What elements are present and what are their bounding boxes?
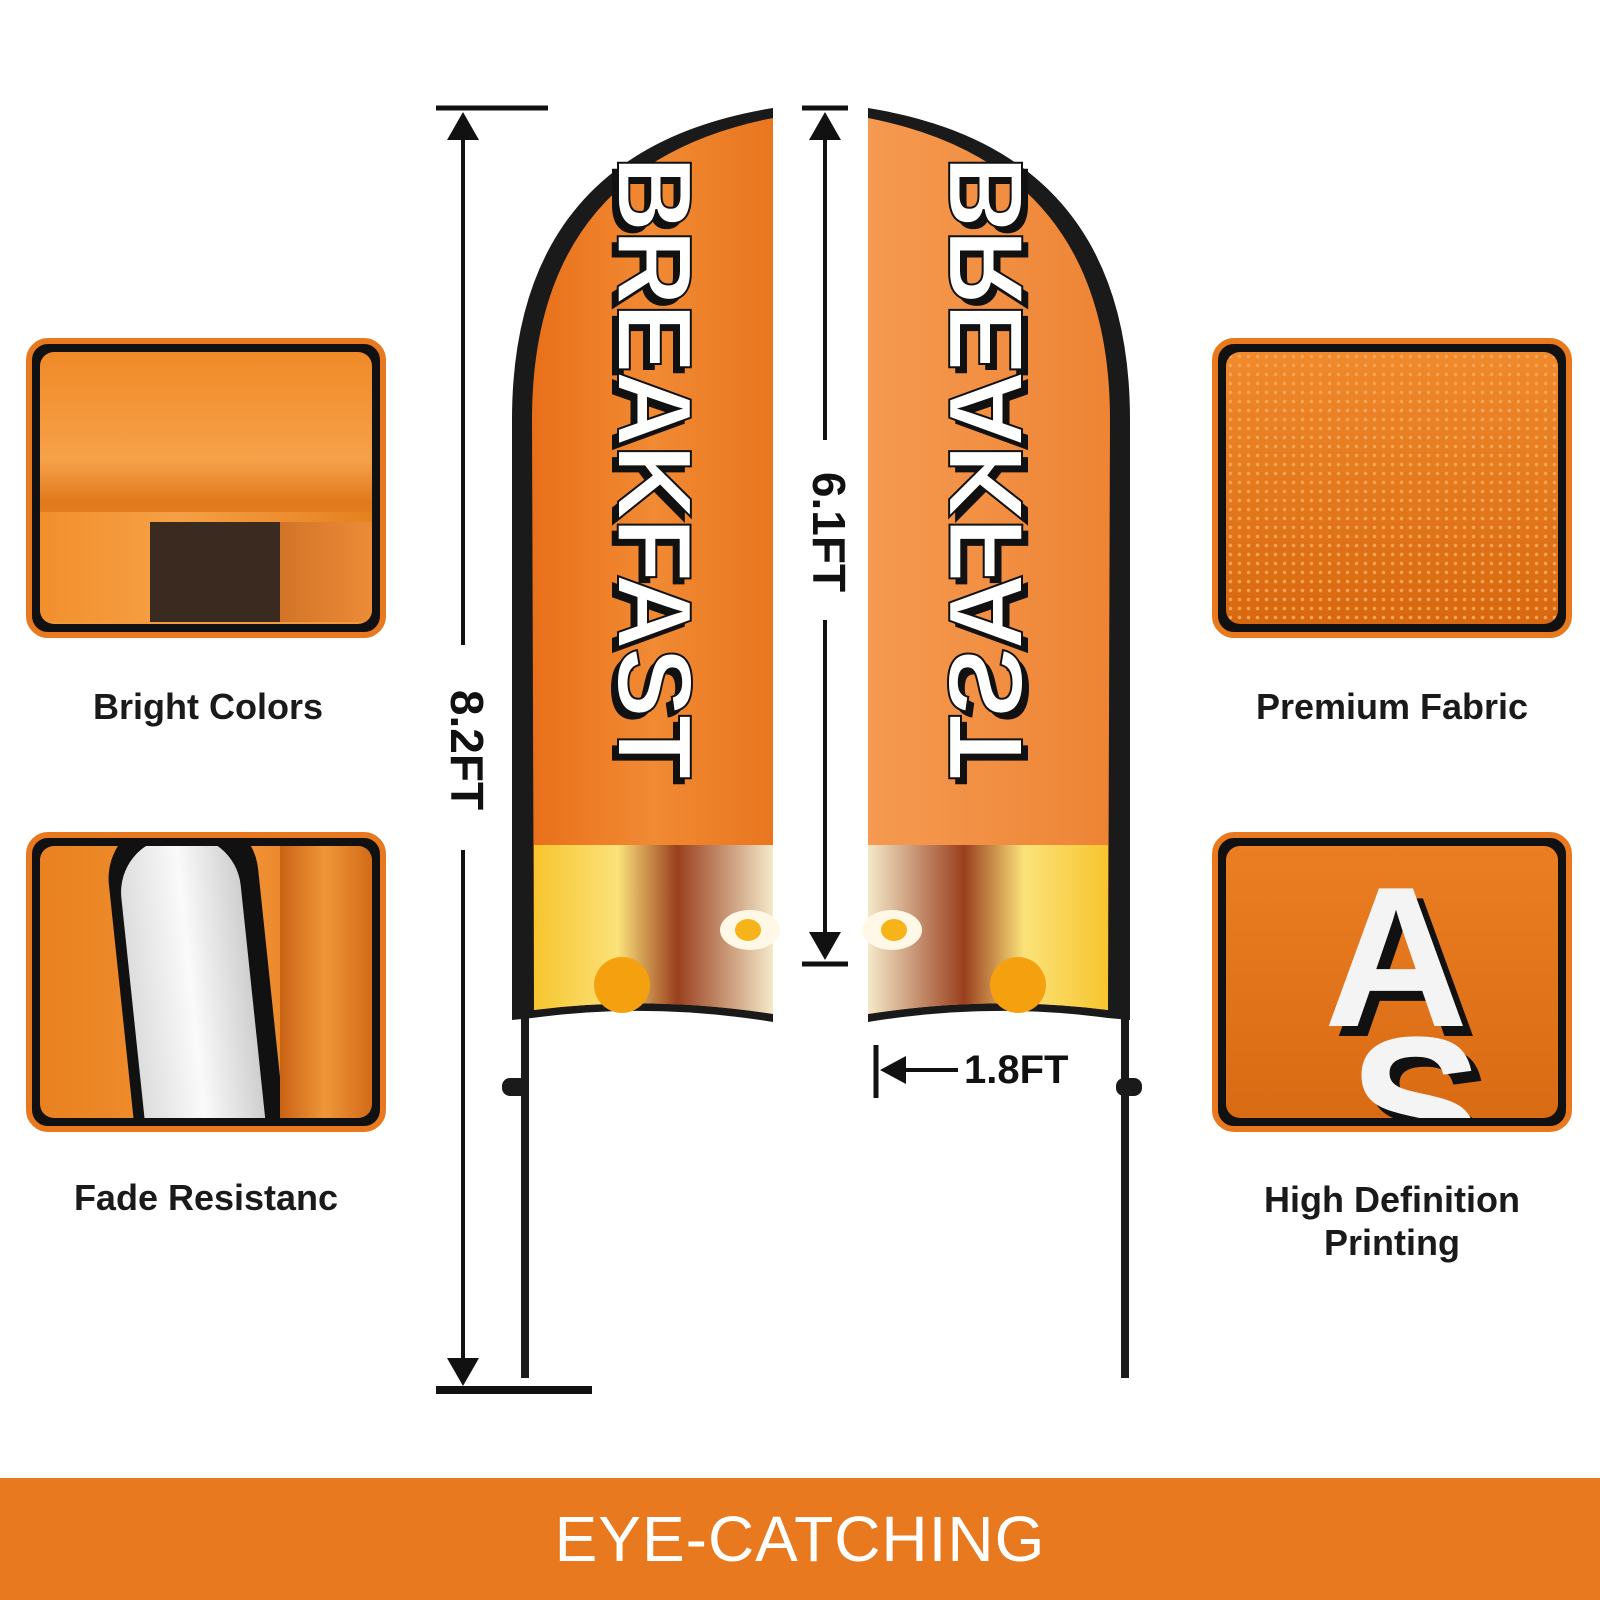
right-flag: BREAKFAST BREAKFAST	[862, 108, 1142, 1378]
fade-resistance-swatch	[26, 832, 386, 1132]
svg-text:S: S	[1349, 996, 1482, 1118]
high-definition-printing-caption: High Definition Printing	[1264, 1179, 1520, 1264]
high-definition-printing-swatch: A A S S	[1212, 832, 1572, 1132]
bright-colors-caption: Bright Colors	[93, 686, 323, 727]
bright-colors-swatch	[26, 338, 386, 638]
footer-banner	[0, 1478, 1600, 1600]
flag-height-dimension	[802, 105, 848, 967]
flag-diagram: BREAKFAST BREAKFAST BREAKFAST BREAKFAST …	[436, 105, 1142, 1394]
footer-headline: EYE-CATCHING	[554, 1503, 1046, 1575]
right-flag-text-shadow: BREAKFAST	[933, 162, 1051, 785]
left-flag-text-shadow: BREAKFAST	[589, 162, 707, 785]
total-height-label: 8.2FT	[441, 690, 493, 810]
left-flag: BREAKFAST BREAKFAST	[502, 108, 780, 1378]
svg-text:S: S	[1359, 1006, 1492, 1118]
total-height-dimension	[436, 105, 592, 1394]
premium-fabric-swatch	[1212, 338, 1572, 638]
right-flag-text: BREAKFAST	[927, 156, 1045, 779]
premium-fabric-caption: Premium Fabric	[1255, 686, 1529, 727]
svg-text:A: A	[1334, 856, 1478, 1079]
left-flag-text: BREAKFAST	[595, 156, 713, 779]
svg-text:A: A	[1324, 846, 1468, 1069]
flag-width-label: 1.8FT	[964, 1048, 1068, 1092]
flag-width-dimension	[873, 1045, 958, 1098]
flag-height-label: 6.1FT	[803, 472, 855, 592]
fade-resistance-caption: Fade Resistanc	[73, 1177, 339, 1218]
